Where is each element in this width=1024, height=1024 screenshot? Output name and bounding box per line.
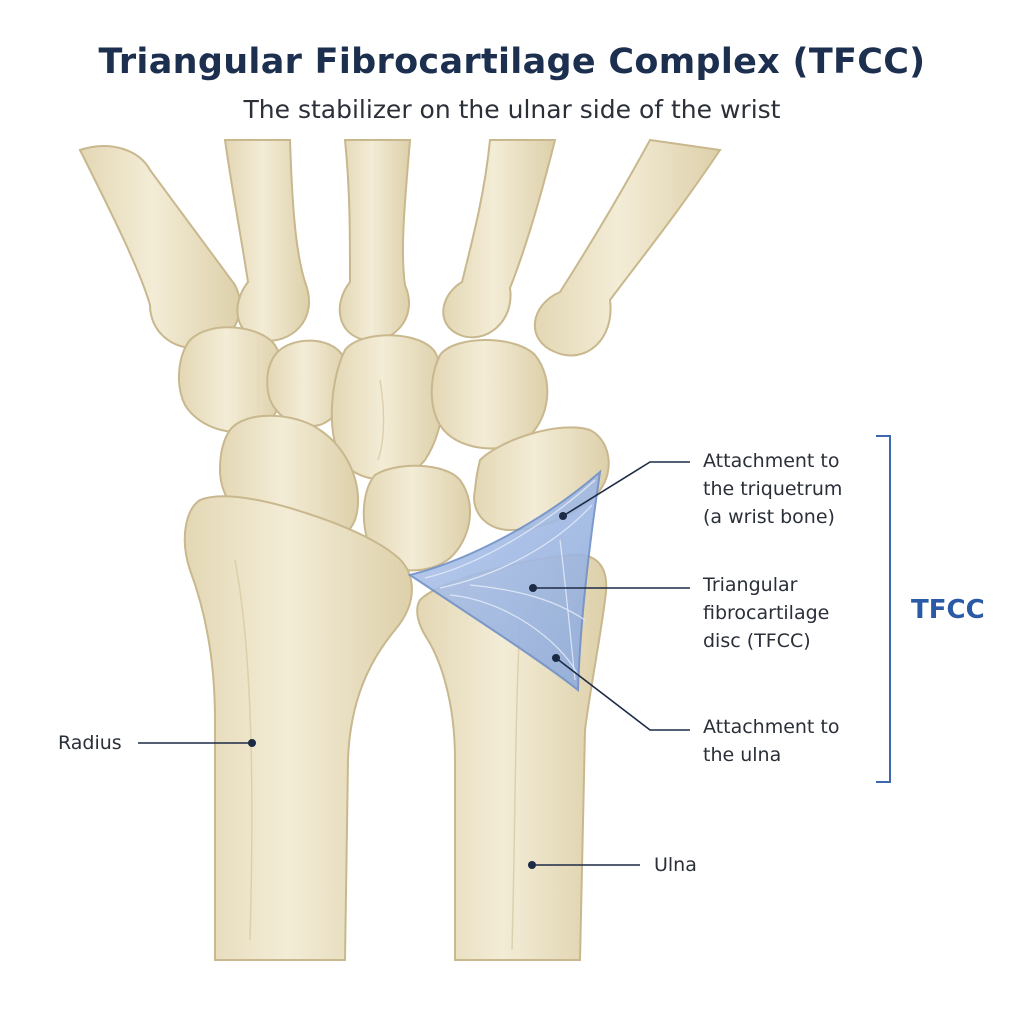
carpal-lunate bbox=[362, 464, 472, 572]
metacarpal-thumb bbox=[78, 145, 241, 350]
metacarpal-index bbox=[223, 139, 310, 342]
carpal-hamate bbox=[430, 339, 549, 450]
metacarpal-middle bbox=[338, 139, 412, 342]
label-tfcc-bracket: TFCC bbox=[911, 595, 985, 625]
label-ulna-attachment: Attachment to the ulna bbox=[703, 716, 840, 766]
carpal-trapezoid bbox=[266, 339, 350, 427]
label-tfcc-disc: Triangular fibrocartilage disc (TFCC) bbox=[703, 574, 830, 652]
label-triquetrum-attachment: Attachment to the triquetrum (a wrist bo… bbox=[703, 450, 843, 528]
label-radius: Radius bbox=[58, 732, 122, 754]
radius-bone bbox=[183, 495, 413, 961]
tfcc-bracket bbox=[876, 435, 891, 783]
leader-triquetrum bbox=[562, 461, 690, 517]
label-ulna: Ulna bbox=[654, 854, 697, 876]
tfcc-disc bbox=[407, 469, 602, 693]
page-title: Triangular Fibrocartilage Complex (TFCC) bbox=[98, 42, 926, 82]
metacarpal-little bbox=[533, 138, 722, 357]
metacarpal-ring bbox=[442, 139, 557, 339]
carpal-capitate bbox=[330, 334, 445, 481]
page-subtitle: The stabilizer on the ulnar side of the … bbox=[243, 95, 781, 124]
leader-ulna-attachment bbox=[555, 657, 690, 731]
